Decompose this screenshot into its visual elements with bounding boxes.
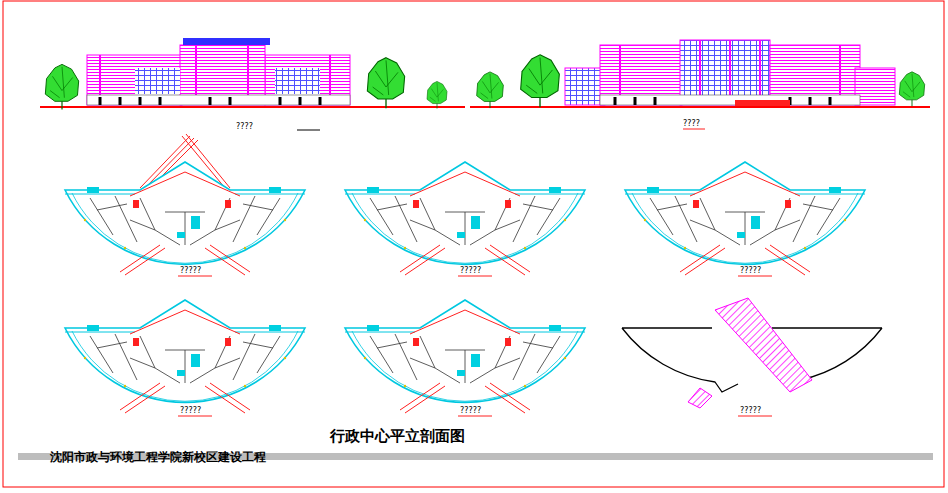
view-label: ????? [460,406,481,415]
view-label: ????? [180,406,201,415]
view-label: ????? [180,266,201,275]
project-name: 沈阳市政与环境工程学院新校区建设工程 [50,449,266,466]
view-label: ????? [740,266,761,275]
view-label: ???? [236,122,253,131]
view-label: ????? [460,266,481,275]
view-label: ????? [740,406,761,415]
view-label: ???? [683,119,700,128]
drawing-title: 行政中心平立剖面图 [330,427,465,446]
